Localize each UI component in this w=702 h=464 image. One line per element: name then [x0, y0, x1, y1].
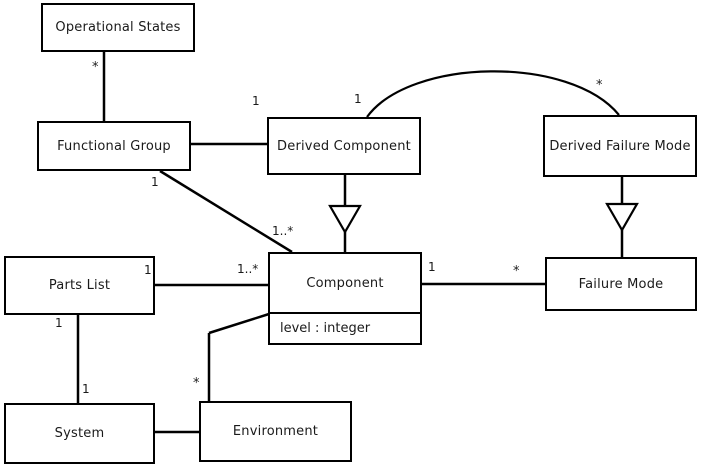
- class-box-system[interactable]: System: [4, 403, 155, 464]
- generalization-triangle-derived-component: [328, 204, 362, 235]
- multiplicity-environment-to-component: *: [193, 376, 200, 391]
- edge-environment-component-diagonal: [208, 312, 270, 335]
- class-name-operational-states: Operational States: [55, 20, 181, 35]
- multiplicity-opstates-to-fgroup: *: [92, 60, 99, 75]
- multiplicity-dfailuremode-curve-near: *: [596, 78, 603, 93]
- class-box-environment[interactable]: Environment: [199, 401, 352, 462]
- class-box-component[interactable]: Component level : integer: [268, 252, 422, 345]
- class-name-functional-group: Functional Group: [57, 138, 171, 154]
- multiplicity-component-from-fgroup: 1..*: [272, 224, 294, 238]
- class-box-parts-list[interactable]: Parts List: [4, 256, 155, 315]
- multiplicity-dcomponent-curve-near: 1: [354, 92, 362, 106]
- class-box-derived-failure-mode[interactable]: Derived Failure Mode: [543, 115, 697, 177]
- class-box-functional-group[interactable]: Functional Group: [37, 121, 191, 171]
- multiplicity-fgroup-to-dcomponent: 1: [252, 94, 260, 108]
- class-box-derived-component[interactable]: Derived Component: [267, 117, 421, 175]
- class-name-parts-list: Parts List: [48, 278, 111, 293]
- multiplicity-partslist-bottom: 1: [55, 316, 63, 330]
- class-attribute-component-level: level : integer: [270, 312, 420, 343]
- class-name-failure-mode: Failure Mode: [578, 276, 664, 292]
- class-name-derived-failure-mode: Derived Failure Mode: [549, 138, 691, 154]
- class-box-failure-mode[interactable]: Failure Mode: [545, 257, 697, 311]
- multiplicity-failuremode-from-component: *: [513, 264, 520, 279]
- edge-functional-group-component: [159, 169, 293, 254]
- multiplicity-partslist-right: 1: [144, 263, 152, 277]
- class-name-component: Component: [306, 275, 384, 291]
- class-box-operational-states[interactable]: Operational States: [41, 3, 195, 52]
- multiplicity-fgroup-to-component: 1: [151, 175, 159, 189]
- multiplicity-component-from-partslist: 1..*: [237, 262, 259, 276]
- multiplicity-component-to-failuremode: 1: [428, 260, 436, 274]
- class-name-derived-component: Derived Component: [277, 138, 411, 154]
- multiplicity-system-top: 1: [82, 382, 90, 396]
- class-name-system: System: [54, 426, 105, 441]
- class-name-environment: Environment: [232, 424, 319, 439]
- generalization-triangle-derived-failure-mode: [605, 202, 639, 233]
- edge-derived-component-derived-failure-mode: [366, 70, 620, 118]
